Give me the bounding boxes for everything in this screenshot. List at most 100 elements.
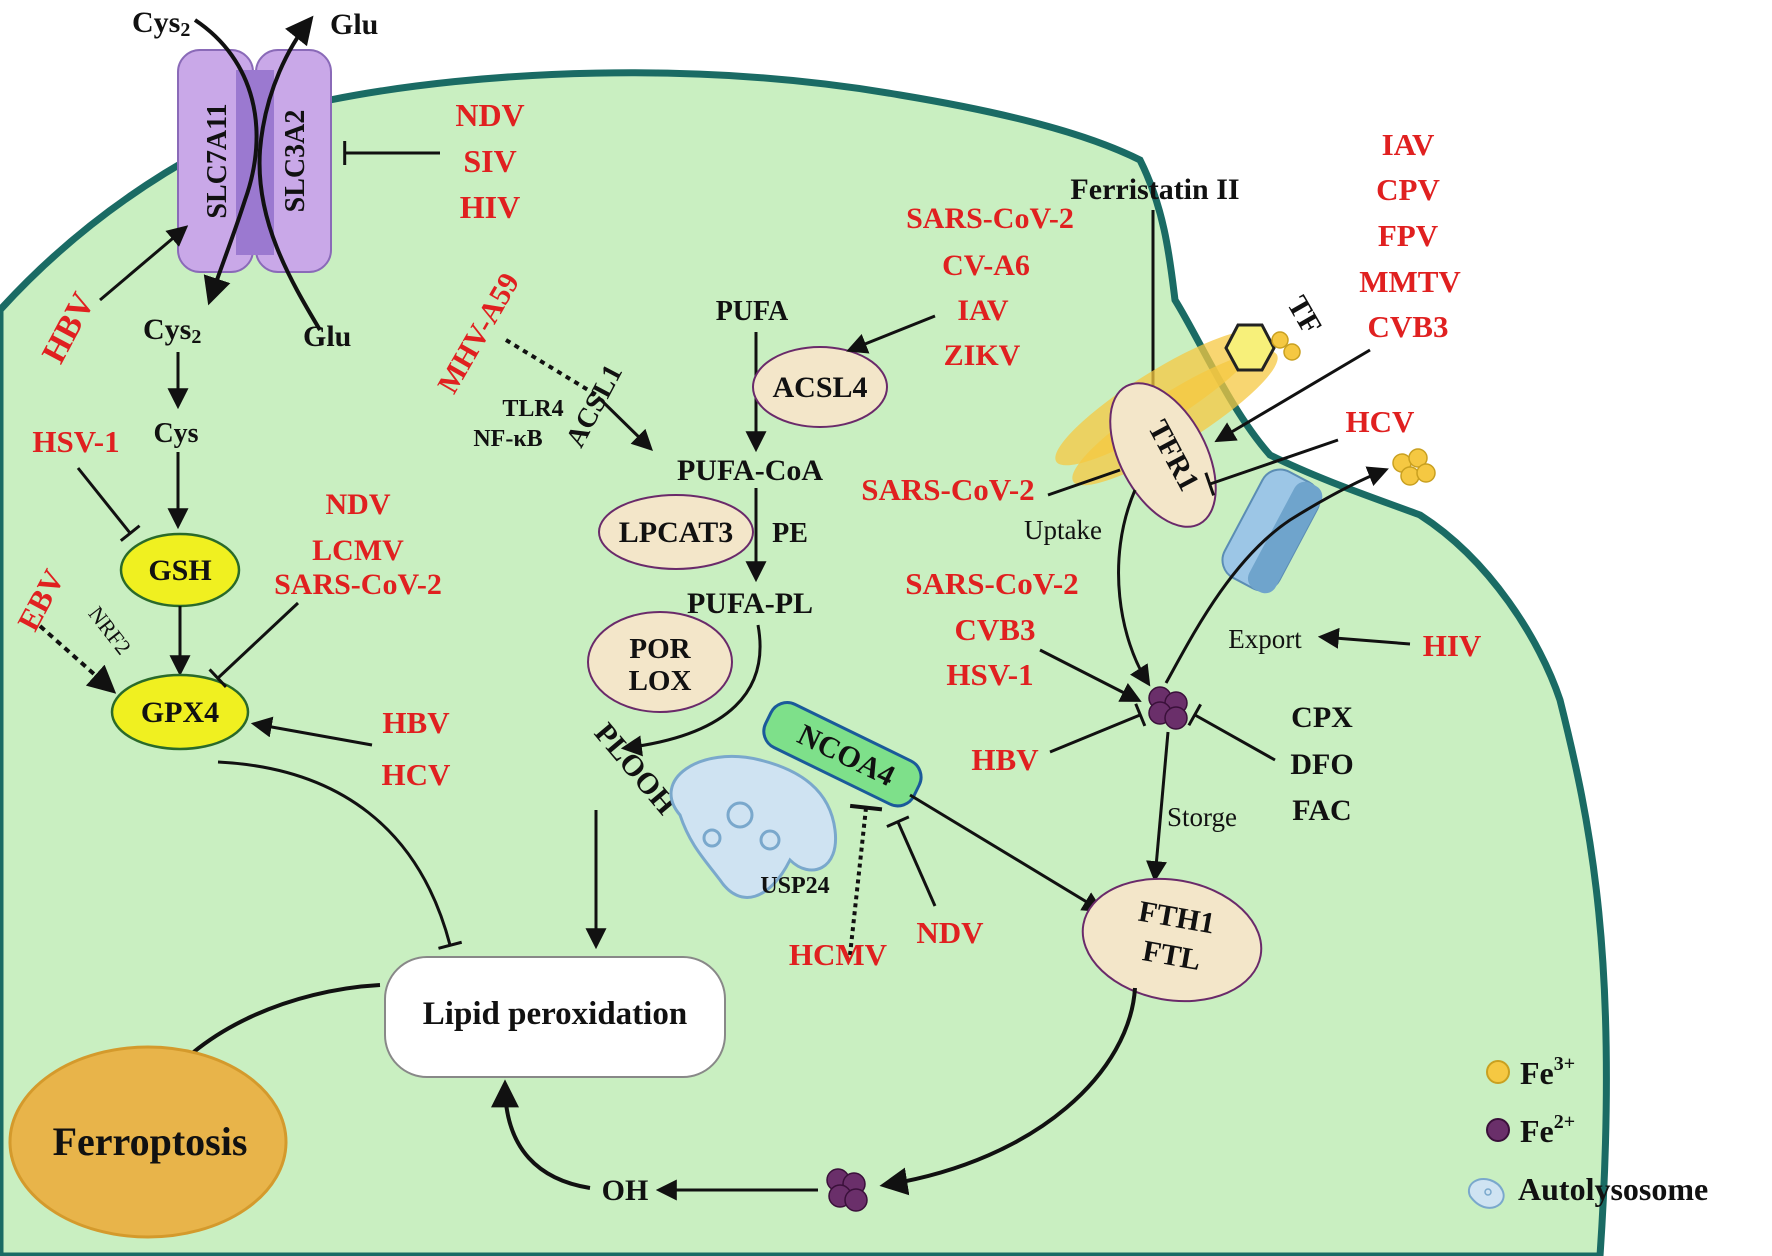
labile-iron-pool xyxy=(1148,686,1188,730)
fac-label: FAC xyxy=(1292,794,1351,827)
storge-label: Storge xyxy=(1167,802,1237,832)
mhv-dashed-line xyxy=(504,338,600,398)
ferristatin-label: Ferristatin II xyxy=(1070,173,1239,206)
oh-to-lipid-arrow xyxy=(491,1079,591,1190)
sars-acsl4-label: SARS-CoV-2 xyxy=(906,202,1074,235)
fe2-legend-icon xyxy=(1486,1118,1510,1142)
ndv-slc-label: NDV xyxy=(455,97,524,133)
lipid-peroxidation-box xyxy=(384,956,726,1078)
cys-label: Cys xyxy=(153,418,198,449)
legend: Fe3+ Fe2+ Autolysosome xyxy=(1467,1053,1708,1209)
ferritin-node xyxy=(1081,877,1263,1003)
acsl4-label: ACSL4 xyxy=(772,371,867,404)
ferroptosis-node xyxy=(8,1045,288,1239)
fpv-tfr1-label: FPV xyxy=(1378,218,1439,253)
tlr4-label: TLR4 xyxy=(502,396,563,422)
sars-tfr1-line xyxy=(1047,468,1121,497)
lcmv-gpx4-label: LCMV xyxy=(312,534,404,567)
viruses-tfr1-arrow xyxy=(1214,348,1371,443)
por-label: POR xyxy=(629,633,691,665)
pl-to-plooh-arrow xyxy=(620,624,762,757)
nfkb-label: NF-κB xyxy=(473,426,542,452)
gpx4-inhibits-lipid-line xyxy=(217,760,463,950)
hbv-pool-line xyxy=(1049,703,1147,754)
dfo-label: DFO xyxy=(1290,748,1353,781)
autolysosome-legend-label: Autolysosome xyxy=(1518,1171,1708,1207)
hcv-tfr1-line xyxy=(1204,438,1339,496)
sars-tfr1-label: SARS-CoV-2 xyxy=(861,472,1034,507)
hcmv-label: HCMV xyxy=(789,937,888,972)
fe3-legend-icon xyxy=(1486,1060,1510,1084)
lox-label: LOX xyxy=(629,665,692,697)
hcv-tfr1-label: HCV xyxy=(1346,404,1416,439)
ferritin-to-iron-arrow xyxy=(879,987,1137,1196)
fe3-legend-label: Fe3+ xyxy=(1520,1053,1575,1091)
por-lox-node xyxy=(587,611,733,713)
acsl1-arrow xyxy=(596,395,653,451)
hbv-slc-arrow xyxy=(99,225,189,302)
gpx4-node xyxy=(110,673,250,751)
ndv-ncoa4-line xyxy=(886,815,937,907)
glu-out-label: Glu xyxy=(330,8,378,41)
hiv-export-label: HIV xyxy=(1423,628,1482,663)
hsv1-gsh-label: HSV-1 xyxy=(32,424,119,459)
gpx4-label: GPX4 xyxy=(141,696,219,729)
autolysosome-legend-icon xyxy=(1467,1178,1505,1209)
hiv-slc-label: HIV xyxy=(460,189,520,225)
pufa-label: PUFA xyxy=(716,296,789,327)
chelators-pool-line xyxy=(1187,703,1276,762)
fe3-export-cluster xyxy=(1392,448,1436,486)
cvb3-pool-label: CVB3 xyxy=(955,612,1036,647)
sars-pool-label: SARS-CoV-2 xyxy=(905,566,1078,601)
siv-slc-label: SIV xyxy=(463,143,516,179)
hbv-hcv-gpx4-arrow xyxy=(250,716,373,747)
iron-export-arrow xyxy=(1164,466,1389,684)
cys2-in-label: Cys2 xyxy=(143,313,201,348)
pufa-pl-label: PUFA-PL xyxy=(687,587,813,620)
cvb3-tfr1-label: CVB3 xyxy=(1368,309,1449,344)
hcv-gpx4-label: HCV xyxy=(382,757,452,792)
lpcat3-node xyxy=(598,494,754,570)
hbv-pool-label: HBV xyxy=(971,742,1039,777)
lpcat3-label: LPCAT3 xyxy=(619,516,733,549)
uptake-label: Uptake xyxy=(1024,515,1102,545)
ncoa4-node xyxy=(762,701,923,808)
iav-tfr1-label: IAV xyxy=(1382,127,1435,162)
ncoa4-to-ferritin-arrow xyxy=(909,793,1104,913)
sars-gpx4-label: SARS-CoV-2 xyxy=(274,568,442,601)
iav-acsl4-label: IAV xyxy=(957,294,1008,327)
cys2-import-arrow xyxy=(193,18,259,306)
pufa-coa-label: PUFA-CoA xyxy=(677,454,823,487)
usp24-label: USP24 xyxy=(760,873,829,899)
viruses-pool-arrow xyxy=(1039,648,1142,702)
autolysosome-graphic xyxy=(669,754,838,899)
fe2-legend-label: Fe2+ xyxy=(1520,1111,1575,1149)
gsh-label: GSH xyxy=(148,554,211,587)
pe-label: PE xyxy=(772,518,808,549)
lipid-peroxidation-label: Lipid peroxidation xyxy=(423,996,687,1032)
hbv-gpx4-label: HBV xyxy=(382,705,450,740)
gpx4-inhibition-line xyxy=(208,601,300,688)
acsl4-node xyxy=(752,346,888,428)
hiv-export-arrow xyxy=(1317,627,1411,649)
pool-to-ferritin-arrow xyxy=(1146,731,1170,883)
glu-in-label: Glu xyxy=(303,320,351,353)
released-fe2-cluster xyxy=(826,1168,868,1212)
viruses-acsl4-arrow xyxy=(846,314,936,354)
cys2-out-label: Cys2 xyxy=(132,6,190,41)
ferroptosis-label: Ferroptosis xyxy=(53,1119,248,1164)
hsv1-pool-label: HSV-1 xyxy=(946,657,1033,692)
zikv-acsl4-label: ZIKV xyxy=(944,339,1021,372)
cva6-acsl4-label: CV-A6 xyxy=(942,249,1030,282)
ndv-ncoa4-label: NDV xyxy=(916,915,984,950)
uptake-arrow xyxy=(1117,489,1151,687)
hsv1-inhibition-line xyxy=(76,467,141,542)
oh-label: OH xyxy=(602,1174,649,1207)
mmtv-tfr1-label: MMTV xyxy=(1359,264,1461,299)
cpv-tfr1-label: CPV xyxy=(1376,172,1440,207)
slc3a2-label: SLC3A2 xyxy=(280,110,311,213)
glu-export-arrow xyxy=(257,15,322,332)
tf-label: TF xyxy=(1280,290,1328,340)
usp24-dashed-line xyxy=(848,803,883,956)
